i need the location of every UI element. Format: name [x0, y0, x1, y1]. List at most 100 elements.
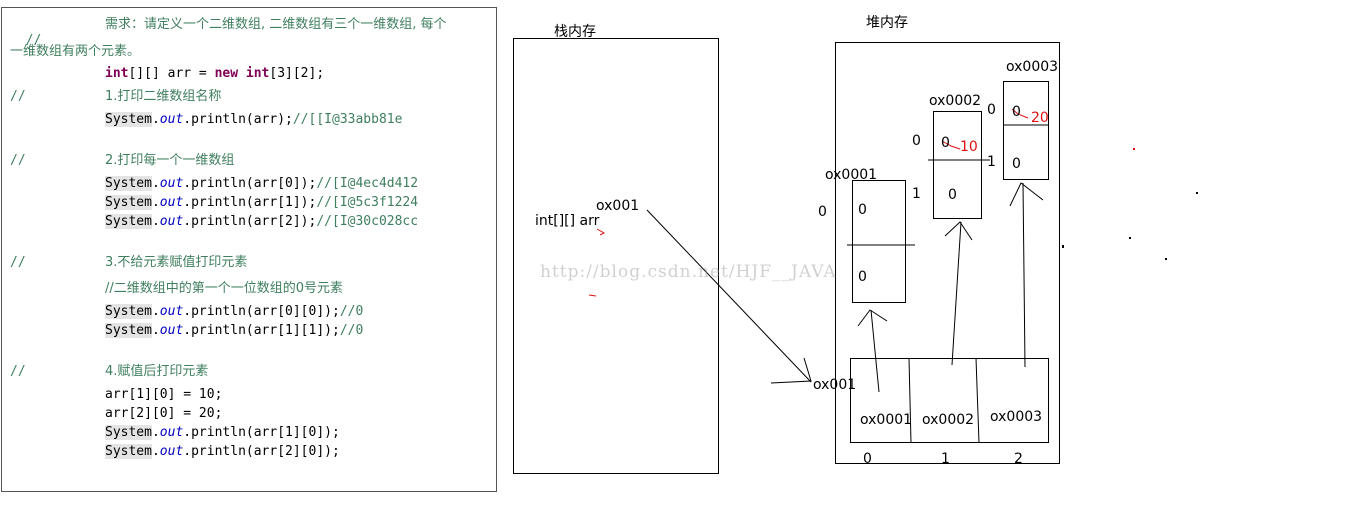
print-statement: System.out.println(arr[1][0]); [105, 425, 340, 440]
out-field: out [159, 214, 184, 229]
stack-memory-box [513, 38, 719, 474]
requirement-comment: 需求：请定义一个二维数组, 二维数组有三个一维数组, 每个 [105, 17, 447, 32]
call: .println(arr); [183, 112, 293, 127]
comment-marker: // [10, 364, 26, 379]
out-field: out [159, 195, 184, 210]
system-class: System [105, 425, 152, 440]
out-field: out [159, 425, 184, 440]
system-class: System [105, 214, 152, 229]
arrow-head [770, 357, 812, 384]
array-declaration: int[][] arr = new int[3][2]; [105, 66, 324, 82]
print-statement: System.out.println(arr);//[[I@33abb81e [105, 112, 403, 127]
heap-memory-box [835, 42, 1060, 464]
call: .println(arr[0]); [183, 176, 317, 191]
system-class: System [105, 195, 152, 210]
comment-marker: // [25, 33, 42, 48]
out-field: out [159, 444, 184, 459]
outer-cell-0: ox0001 [860, 412, 913, 428]
code-comment-line: // [10, 17, 42, 49]
print-statement: System.out.println(arr[0]);//[I@4ec4d412 [105, 176, 419, 191]
assignment-statement: arr[1][0] = 10; [105, 387, 223, 402]
out-field: out [159, 176, 184, 191]
inner-array-box-1 [852, 180, 906, 303]
step3-comment: 3.不给元素赋值打印元素 [105, 255, 248, 270]
out-field: out [159, 323, 184, 338]
outer-cell-2: ox0003 [990, 409, 1043, 425]
stack-to-heap-arrow [646, 209, 812, 383]
system-class: System [105, 304, 152, 319]
red-mark [588, 294, 597, 297]
output-comment: //[I@30c028cc [316, 214, 419, 229]
inner-array-2-address: ox0002 [929, 93, 982, 109]
outer-array-address: ox001 [813, 377, 857, 393]
print-statement: System.out.println(arr[0][0]);//0 [105, 304, 364, 319]
call: .println(arr[1][1]); [183, 323, 340, 338]
output-comment: //0 [339, 323, 364, 338]
comment-marker: // [10, 255, 26, 270]
inner-array-3-value0: 0 [1012, 104, 1021, 120]
requirement-comment-cont: 一维数组有两个元素。 [10, 44, 141, 59]
inner-array-1-value0: 0 [858, 202, 867, 218]
outer-index-2: 2 [1014, 451, 1023, 467]
stray-mark [1133, 148, 1135, 150]
out-field: out [159, 304, 184, 319]
inner-array-2-value1: 0 [948, 187, 957, 203]
step3-subcomment: //二维数组中的第一个一位数组的0号元素 [105, 281, 344, 296]
stack-memory-title: 栈内存 [554, 24, 596, 40]
decl-part: [][] arr = [128, 66, 215, 81]
inner-array-3-address: ox0003 [1006, 59, 1059, 75]
step2-comment: 2.打印每一个一维数组 [105, 153, 235, 168]
inner-array-2-index1: 1 [987, 154, 996, 170]
print-statement: System.out.println(arr[1]);//[I@5c3f1224 [105, 195, 419, 210]
call: .println(arr[1][0]); [183, 425, 340, 440]
stray-mark [1165, 258, 1167, 260]
inner-array-3-value1: 0 [1012, 156, 1021, 172]
output-comment: //[I@5c3f1224 [316, 195, 419, 210]
call: .println(arr[2][0]); [183, 444, 340, 459]
keyword-int: int [105, 66, 129, 81]
inner-array-2-index0: 0 [912, 133, 921, 149]
inner-array-1-value1: 0 [858, 269, 867, 285]
step4-comment: 4.赋值后打印元素 [105, 364, 209, 379]
red-mark [596, 228, 606, 236]
outer-index-0: 0 [863, 451, 872, 467]
inner-array-2-new-value: 10 [960, 139, 978, 155]
code-panel [1, 7, 497, 492]
output-comment: //0 [339, 304, 364, 319]
call: .println(arr[0][0]); [183, 304, 340, 319]
arrow-head [944, 221, 973, 241]
stack-reference-address: ox001 [596, 198, 640, 214]
stray-mark [1196, 192, 1198, 194]
outer-array-divider [975, 357, 980, 444]
strike-mark-1 [941, 140, 961, 150]
print-statement: System.out.println(arr[1][1]);//0 [105, 323, 364, 338]
inner-array-1-index0: 0 [818, 204, 827, 220]
assignment-statement: arr[2][0] = 20; [105, 406, 223, 421]
print-statement: System.out.println(arr[2]);//[I@30c028cc [105, 214, 419, 229]
print-statement: System.out.println(arr[2][0]); [105, 444, 340, 459]
output-comment: //[I@4ec4d412 [316, 176, 419, 191]
arrow-head [857, 309, 888, 327]
arrow-head [1009, 182, 1044, 207]
outer-index-1: 1 [941, 451, 950, 467]
system-class: System [105, 112, 152, 127]
keyword-int: int [245, 66, 270, 81]
stray-mark [1062, 245, 1064, 248]
ref-arrow-1 [870, 309, 880, 393]
out-field: out [159, 112, 184, 127]
ref-arrow-3 [1022, 182, 1026, 368]
system-class: System [105, 444, 152, 459]
inner-array-1-index1: 1 [912, 186, 921, 202]
outer-array-box [850, 358, 1049, 443]
inner-array-2-value0: 0 [941, 135, 950, 151]
call: .println(arr[1]); [183, 195, 317, 210]
outer-cell-1: ox0002 [922, 412, 975, 428]
comment-marker: // [10, 153, 26, 168]
outer-array-divider [908, 357, 912, 444]
strike-mark-2 [1011, 108, 1029, 119]
call: .println(arr[2]); [183, 214, 317, 229]
decl-part: [3][2]; [269, 66, 325, 81]
inner-array-box-3 [1003, 81, 1049, 180]
system-class: System [105, 176, 152, 191]
